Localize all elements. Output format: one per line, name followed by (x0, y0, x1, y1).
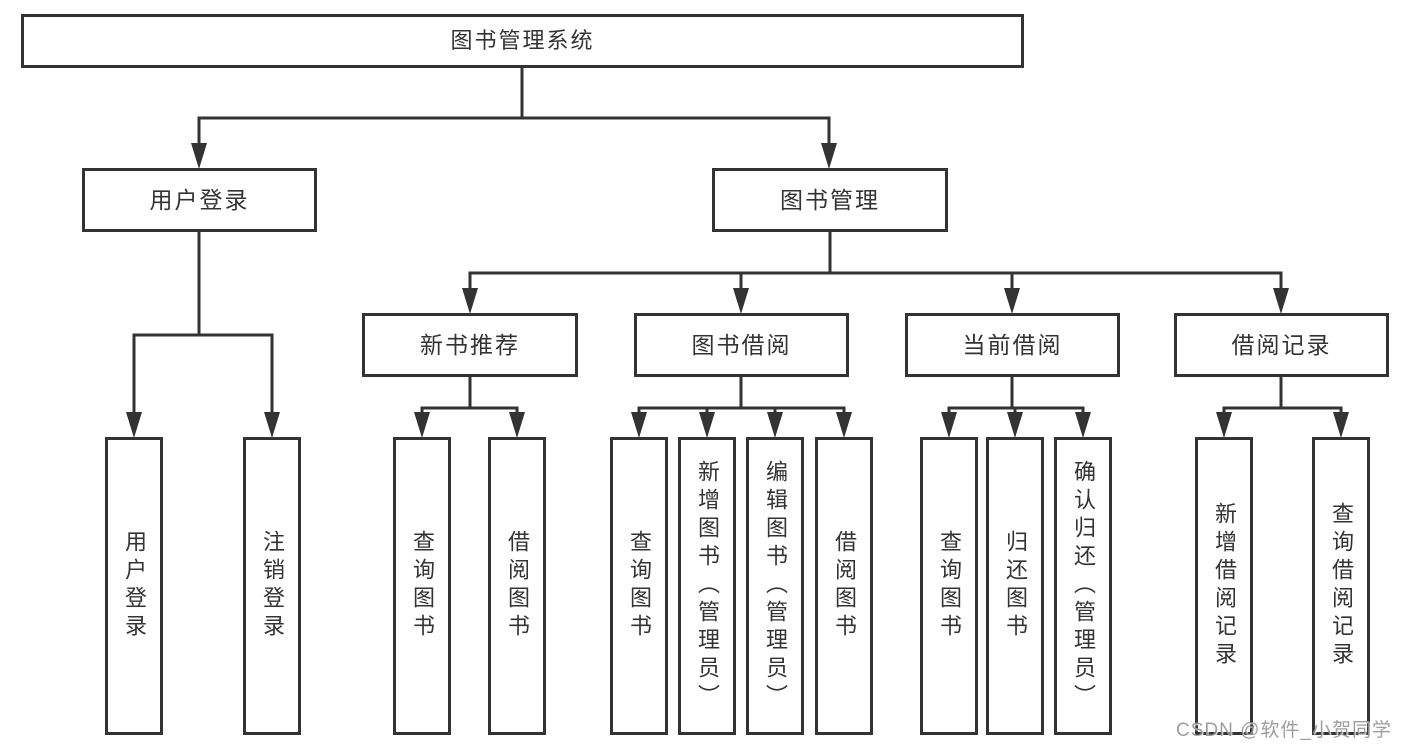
node-new-book: 新书推荐 (362, 313, 578, 377)
leaf-current-return: 归还图书 (986, 437, 1044, 735)
connector-borrow-records (1216, 375, 1349, 438)
connector-user-login (126, 230, 280, 438)
node-book-mgmt: 图书管理 (712, 168, 948, 232)
leaf-borrow-borrow: 借阅图书 (815, 437, 873, 735)
leaf-user-login-label: 用户登录 (122, 530, 147, 642)
leaf-logout-label: 注销登录 (260, 530, 285, 642)
node-book-borrow-label: 图书借阅 (691, 331, 792, 358)
leaf-records-query: 查询借阅记录 (1312, 437, 1370, 735)
connector-current-borrow (941, 375, 1091, 438)
leaf-logout: 注销登录 (243, 437, 301, 735)
node-user-login-label: 用户登录 (149, 186, 250, 213)
node-borrow-records-label: 借阅记录 (1231, 331, 1332, 358)
leaf-borrow-edit-label: 编辑图书（管理员） (763, 460, 788, 712)
leaf-newbook-query: 查询图书 (393, 437, 451, 735)
leaf-current-query: 查询图书 (920, 437, 978, 735)
node-current-borrow: 当前借阅 (905, 313, 1120, 377)
leaf-newbook-query-label: 查询图书 (410, 530, 435, 642)
node-borrow-records: 借阅记录 (1174, 313, 1389, 377)
csdn-watermark: CSDN @软件_小贺同学 (1176, 720, 1392, 741)
node-current-borrow-label: 当前借阅 (962, 331, 1063, 358)
node-user-login: 用户登录 (82, 168, 317, 232)
leaf-borrow-add: 新增图书（管理员） (678, 437, 736, 735)
leaf-newbook-borrow-label: 借阅图书 (505, 530, 530, 642)
node-new-book-label: 新书推荐 (420, 331, 520, 358)
connector-root-to-level2 (191, 66, 837, 169)
leaf-current-confirm-label: 确认归还（管理员） (1071, 460, 1096, 712)
connector-new-book (414, 375, 525, 438)
leaf-records-add: 新增借阅记录 (1195, 437, 1253, 735)
leaf-borrow-query-label: 查询图书 (627, 530, 652, 642)
node-root: 图书管理系统 (21, 14, 1024, 68)
leaf-records-query-label: 查询借阅记录 (1329, 502, 1354, 670)
leaf-current-return-label: 归还图书 (1003, 530, 1028, 642)
node-book-borrow: 图书借阅 (634, 313, 849, 377)
leaf-records-add-label: 新增借阅记录 (1212, 502, 1237, 670)
leaf-newbook-borrow: 借阅图书 (488, 437, 546, 735)
connector-book-borrow (631, 375, 852, 438)
leaf-current-confirm: 确认归还（管理员） (1054, 437, 1112, 735)
leaf-borrow-add-label: 新增图书（管理员） (695, 460, 720, 712)
leaf-borrow-edit: 编辑图书（管理员） (746, 437, 804, 735)
leaf-current-query-label: 查询图书 (937, 530, 962, 642)
node-root-label: 图书管理系统 (450, 28, 595, 53)
leaf-borrow-borrow-label: 借阅图书 (832, 530, 857, 642)
leaf-user-login: 用户登录 (105, 437, 163, 735)
connector-book-mgmt (462, 230, 1289, 314)
node-book-mgmt-label: 图书管理 (780, 186, 880, 213)
leaf-borrow-query: 查询图书 (610, 437, 668, 735)
